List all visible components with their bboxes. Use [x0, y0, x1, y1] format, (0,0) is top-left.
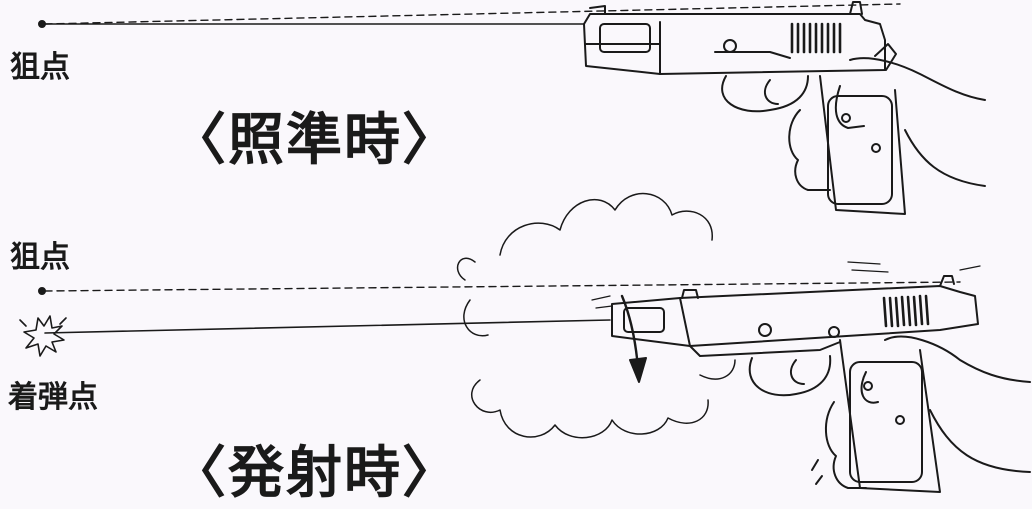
firing-title: 〈発射時〉 — [170, 441, 460, 506]
recoil-arrow-icon — [620, 294, 647, 383]
pistol-bottom-icon — [611, 275, 1031, 493]
impact-point-label: 着弾点 — [8, 380, 98, 415]
aim-point-label-top: 狙点 — [10, 50, 70, 85]
aim-point-label-bottom: 狙点 — [10, 240, 70, 275]
bore-line-bottom — [44, 319, 611, 334]
aiming-title: 〈照準時〉 — [170, 108, 460, 173]
recoil-motion-lines — [591, 261, 981, 309]
impact-burst-icon — [19, 315, 67, 357]
sight-line-bottom — [44, 281, 961, 292]
aim-point-dot-top — [38, 20, 46, 28]
muzzle-smoke-cloud — [456, 193, 736, 439]
sight-line-top — [44, 3, 901, 25]
firing-scene — [19, 193, 1031, 493]
aiming-scene — [38, 1, 986, 215]
aim-point-dot-bottom — [38, 287, 46, 295]
pistol-top-icon — [583, 1, 986, 215]
